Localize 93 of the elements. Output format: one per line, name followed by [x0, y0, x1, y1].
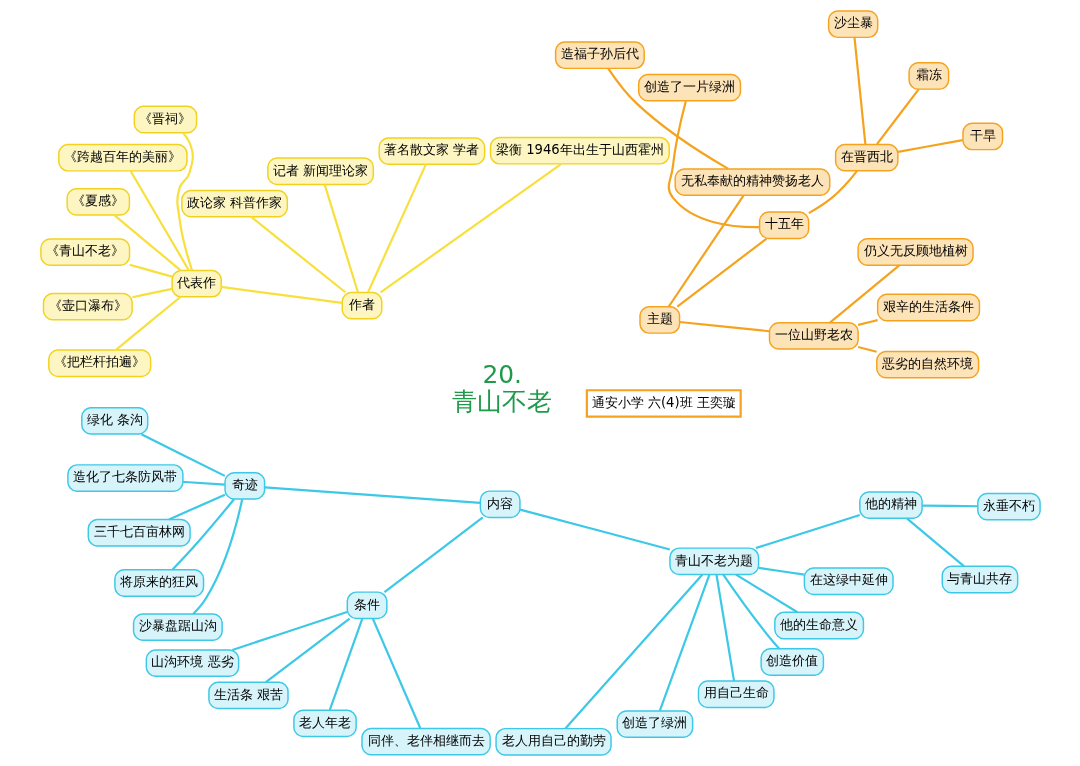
node-box: 《跨越百年的美丽》: [57, 143, 188, 172]
connector: [328, 618, 363, 711]
connector: [758, 566, 805, 576]
node-box: 主题: [638, 306, 680, 334]
connector: [807, 170, 858, 215]
connector: [191, 498, 243, 615]
node-box: 青山不老为题: [668, 547, 759, 576]
connector: [678, 320, 770, 333]
connector: [606, 67, 729, 170]
node-box: 老人用自己的勤劳: [494, 727, 612, 756]
node-box: 他的生命意义: [773, 611, 864, 640]
node-box: 恶劣的自然环境: [875, 350, 979, 379]
connector: [383, 516, 483, 593]
node-box: 《青山不老》: [39, 238, 130, 267]
connector: [140, 433, 225, 477]
node-box: 《壶口瀑布》: [42, 292, 133, 321]
node-box: 创造了一片绿洲: [637, 73, 741, 102]
connector: [168, 493, 225, 521]
node-box: 无私奉献的精神赞扬老人: [673, 168, 830, 197]
node-box: 用自己生命: [697, 680, 775, 709]
connector: [734, 573, 798, 614]
connector: [875, 88, 920, 145]
connector: [905, 517, 965, 567]
connector: [113, 214, 181, 272]
connector: [667, 100, 759, 229]
connector: [852, 37, 866, 145]
connector: [755, 514, 860, 550]
connector: [220, 285, 342, 305]
connector: [519, 508, 670, 551]
node-box: 造福子孙后代: [554, 41, 645, 70]
node-box: 生活条 艰苦: [207, 681, 289, 710]
connector: [921, 504, 978, 508]
node-box: 干旱: [961, 122, 1003, 151]
node-box: 一位山野老农: [768, 321, 859, 350]
node-box: 老人年老: [292, 709, 357, 738]
node-box: 艰辛的生活条件: [876, 293, 980, 322]
node-box: 奇迹: [223, 472, 265, 500]
connector: [182, 480, 225, 486]
connector: [897, 139, 963, 153]
node-box: 《晋祠》: [133, 105, 197, 134]
node-box: 三千七百亩林网: [87, 518, 191, 547]
node-box: 记者 新闻理论家: [266, 157, 374, 186]
connector: [676, 237, 767, 308]
node-box: 《把栏杆拍遍》: [47, 349, 151, 378]
node-box: 《夏感》: [65, 188, 130, 216]
node-box: 沙尘暴: [827, 10, 878, 39]
node-box: 仍义无反顾地植树: [856, 238, 974, 266]
node-box: 政论家 科普作家: [180, 189, 288, 218]
connector: [667, 194, 744, 308]
connector: [721, 574, 780, 650]
node-box: 将原来的狂风: [113, 569, 204, 597]
node-box: 在晋西北: [834, 143, 899, 172]
node-box: 在这绿中延伸: [803, 567, 894, 596]
node-box: 同伴、老伴相继而去: [360, 727, 491, 756]
connector: [658, 574, 710, 712]
connector: [564, 573, 703, 730]
node-box: 他的精神: [858, 491, 923, 520]
connector: [171, 498, 235, 571]
connector: [114, 296, 181, 351]
connector: [366, 163, 427, 293]
connector: [128, 263, 172, 278]
node-box: 梁衡 1946年出生于山西霍州: [489, 136, 670, 165]
node-box: 霜冻: [907, 62, 949, 90]
node-box: 著名散文家 学者: [377, 137, 485, 165]
node-box: 作者: [341, 291, 383, 320]
connector: [371, 618, 421, 729]
node-box: 十五年: [758, 211, 809, 240]
node-box: 绿化 条沟: [80, 407, 148, 435]
node-text: 20. 青山不老: [451, 360, 552, 417]
node-box: 永垂不朽: [976, 492, 1041, 521]
connector: [131, 287, 172, 299]
node-box: 创造了绿洲: [616, 710, 693, 739]
connector: [857, 319, 878, 326]
connector: [323, 184, 359, 293]
node-box: 内容: [479, 490, 521, 519]
connector: [379, 163, 562, 294]
connector: [264, 617, 350, 684]
connector: [175, 132, 194, 271]
connector: [231, 610, 347, 651]
connector: [857, 346, 877, 353]
connector: [828, 264, 900, 324]
connector: [250, 216, 346, 294]
node-box: 创造价值: [759, 648, 824, 676]
node-box: 代表作: [170, 269, 222, 298]
node-box: 造化了七条防风带: [66, 464, 184, 492]
node-box: 通安小学 六(4)班 王奕璇: [585, 389, 742, 418]
connector: [714, 574, 735, 682]
node-box: 山沟环境 恶劣: [145, 649, 239, 678]
connector: [129, 170, 190, 271]
connector: [264, 486, 480, 504]
node-box: 与青山共存: [941, 565, 1018, 594]
node-box: 沙暴盘踞山沟: [132, 613, 223, 641]
node-box: 条件: [346, 591, 388, 620]
